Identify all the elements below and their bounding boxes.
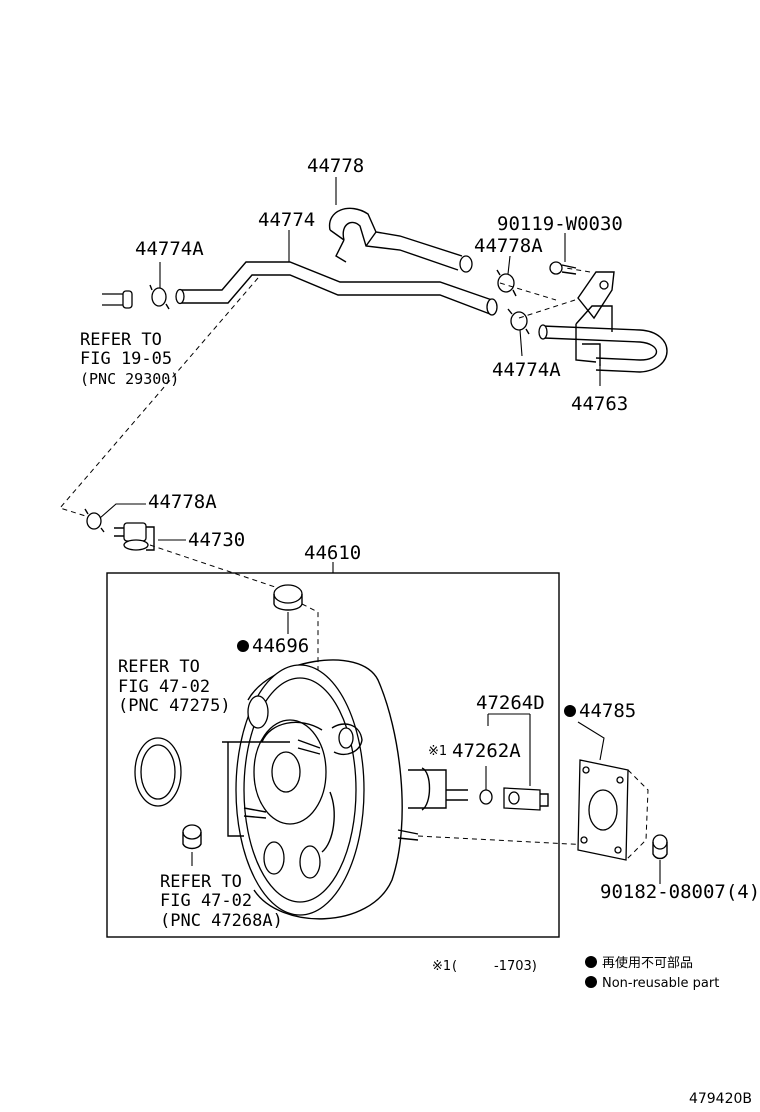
brake-booster-44610 <box>222 659 609 920</box>
ref2-line3: (PNC 47275) <box>118 696 231 716</box>
label-44774A-left: 44774A <box>135 238 204 260</box>
gasket-plate-44785 <box>577 721 649 861</box>
label-44730: 44730 <box>188 529 245 551</box>
nut-47268A <box>182 824 202 866</box>
non-reusable-dot-44785 <box>564 705 576 717</box>
note-mark: ※1 <box>428 744 447 759</box>
label-44774: 44774 <box>258 209 315 231</box>
label-44785: 44785 <box>579 700 636 722</box>
label-44778: 44778 <box>307 155 364 177</box>
legend-dot-2 <box>585 976 597 988</box>
vacuum-hose-assembly <box>102 207 668 373</box>
ref2-line1: REFER TO <box>118 657 200 677</box>
nut-90182-08007 <box>652 834 668 884</box>
grommet-44696 <box>273 584 319 720</box>
clamp-44778A-top <box>496 269 517 297</box>
refer-to-fig-19-05: REFER TO FIG 19-05 (PNC 29300) <box>80 330 179 388</box>
footnote-mark: ※1 <box>432 959 451 974</box>
label-47264D: 47264D <box>476 692 545 714</box>
ref3-line3: (PNC 47268A) <box>160 911 283 931</box>
label-44763: 44763 <box>571 393 628 415</box>
dashed-routing-line <box>59 277 259 519</box>
non-reusable-dot-44696 <box>237 640 249 652</box>
check-valve-44730 <box>114 522 155 551</box>
figure-id: 479420B <box>689 1091 752 1107</box>
label-90182-08007: 90182-08007(4) <box>600 881 760 903</box>
ref1-line2: FIG 19-05 <box>80 349 172 369</box>
label-44696: 44696 <box>252 635 309 657</box>
ref1-line3: (PNC 29300) <box>80 370 179 388</box>
label-44774A-right: 44774A <box>492 359 561 381</box>
footnote: ※1 ( -1703) <box>432 959 537 974</box>
hose-44778 <box>328 207 473 273</box>
pipe-stub-left <box>102 290 133 309</box>
bolt-90119-W0030 <box>549 261 577 275</box>
pipe-bracket-44763 <box>538 271 668 373</box>
hose-44774 <box>175 261 498 316</box>
ref2-line2: FIG 47-02 <box>118 677 210 697</box>
ref3-line1: REFER TO <box>160 872 242 892</box>
refer-to-fig-47-02-a: REFER TO FIG 47-02 (PNC 47275) <box>118 657 231 716</box>
label-44610: 44610 <box>304 542 361 564</box>
ref3-line2: FIG 47-02 <box>160 891 252 911</box>
leader-lines-top <box>159 177 601 386</box>
ref1-line1: REFER TO <box>80 330 162 350</box>
label-90119-W0030: 90119-W0030 <box>497 213 623 235</box>
label-44778A-mid: 44778A <box>148 491 217 513</box>
clamp-44774A-left <box>149 284 170 310</box>
clamp-44778A-mid <box>84 508 105 533</box>
gasket-ring-47275 <box>134 737 182 807</box>
pin-47262A <box>479 766 493 805</box>
footnote-paren-open: ( <box>452 959 457 974</box>
clamp-44774A-right <box>507 308 530 335</box>
clevis-47264D <box>487 713 549 811</box>
legend-dot-1 <box>585 956 597 968</box>
label-44778A-top: 44778A <box>474 235 543 257</box>
footnote-range: -1703) <box>494 959 537 974</box>
legend: 再使用不可部品 Non-reusable part <box>585 955 719 991</box>
refer-to-fig-47-02-b: REFER TO FIG 47-02 (PNC 47268A) <box>160 872 283 931</box>
legend-item-1: 再使用不可部品 <box>602 955 693 971</box>
label-47262A: 47262A <box>452 740 521 762</box>
legend-item-2: Non-reusable part <box>602 976 719 991</box>
